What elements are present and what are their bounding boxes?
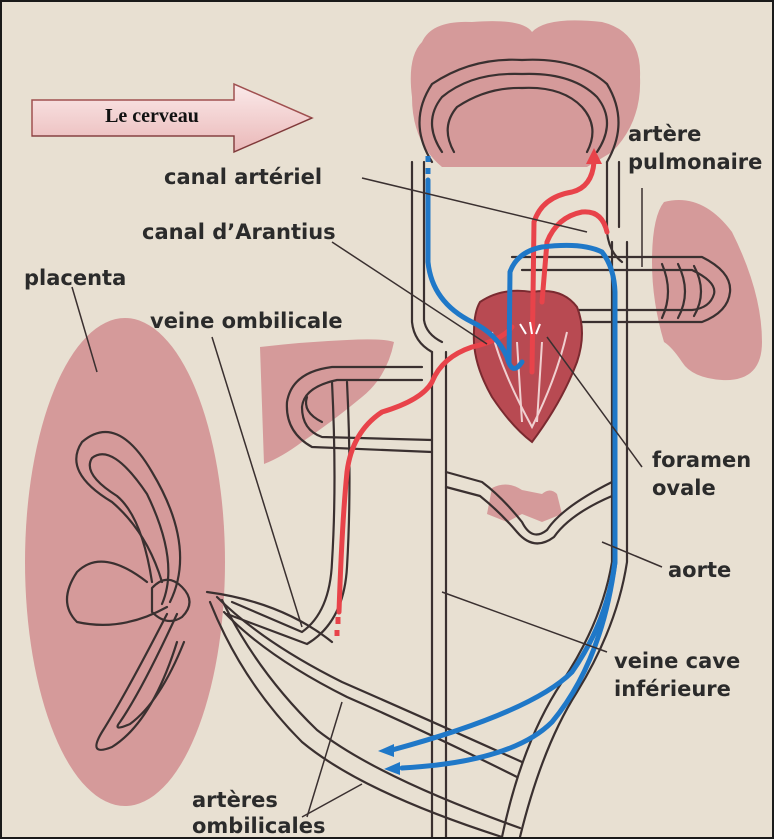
placenta-shape [25, 318, 225, 806]
label-pulmonary-artery-2: pulmonaire [628, 150, 762, 174]
oxygenated-dashes [337, 617, 338, 636]
label-aorta: aorte [668, 558, 731, 582]
deoxygenated-flow [392, 180, 615, 768]
label-umbilical-vein: veine ombilicale [150, 309, 343, 333]
banner-label: Le cerveau [42, 98, 262, 134]
label-vena-cava-1: veine cave [614, 649, 740, 673]
brain-banner: Le cerveau [32, 84, 314, 152]
label-pulmonary-artery-1: artère [628, 122, 701, 146]
label-vena-cava-2: inférieure [614, 677, 731, 701]
label-arterial-canal: canal artériel [164, 165, 322, 189]
gut-shape [487, 484, 562, 522]
heart [474, 291, 582, 442]
label-arantius-canal: canal d’Arantius [142, 220, 336, 244]
label-umbilical-arteries-2: ombilicales [192, 814, 326, 838]
liver-shape [260, 339, 394, 464]
blue-arrowhead-1 [378, 744, 394, 757]
label-placenta: placenta [24, 266, 126, 290]
label-foramen-1: foramen [652, 448, 751, 472]
label-umbilical-arteries-1: artères [192, 788, 278, 812]
label-foramen-2: ovale [652, 476, 716, 500]
